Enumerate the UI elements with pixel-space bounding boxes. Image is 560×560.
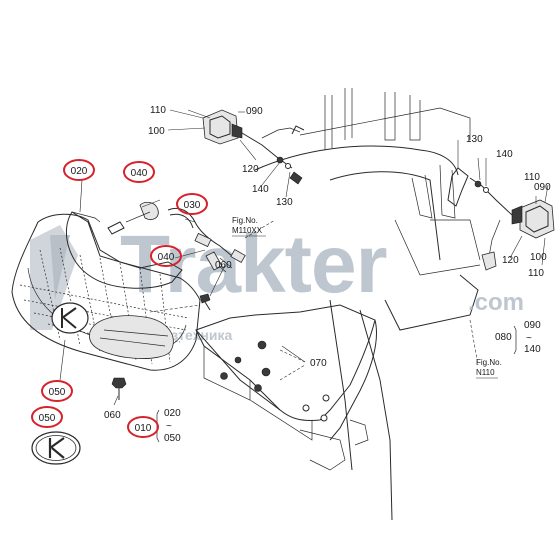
watermark-brand: Trakter [120, 219, 387, 310]
highlight-label: 040 [158, 252, 175, 263]
range-symbol: ~ [526, 333, 532, 344]
figure-ref-n110: Fig.No. N110 [476, 358, 502, 379]
part-label: 100 [530, 252, 547, 263]
headlight-bulb-icon [107, 201, 159, 235]
part-label: 050 [164, 433, 181, 444]
fig-code: N110 [476, 368, 495, 377]
highlight-050-b: 050 [31, 406, 63, 428]
watermark-logo-icon [30, 225, 78, 330]
part-label: 130 [276, 197, 293, 208]
range-brackets: ~ ~ [156, 325, 532, 443]
watermark-domain: .com [468, 289, 524, 316]
highlight-040-a: 040 [123, 161, 155, 183]
range-symbol: ~ [166, 421, 172, 432]
part-label: 020 [164, 408, 181, 419]
work-lamp-right [447, 167, 555, 271]
highlight-040-b: 040 [150, 245, 182, 267]
part-label: 080 [495, 332, 512, 343]
watermark: Trakter .com Сельхозтехника [30, 219, 524, 343]
part-label: 090 [534, 182, 551, 193]
work-lamp-left [202, 109, 305, 185]
highlight-010: 010 [127, 416, 159, 438]
fig-label: Fig.No. [476, 358, 502, 367]
mounting-bracket [195, 304, 377, 471]
part-label: 140 [496, 149, 513, 160]
tractor-body-outline [254, 88, 481, 521]
part-label: 110 [150, 105, 166, 116]
part-label: 090 [246, 106, 263, 117]
highlight-label: 050 [39, 413, 56, 424]
grille-emblem-icon [51, 302, 89, 334]
fig-code: M110XX [232, 226, 263, 235]
figure-ref-m110xx: Fig.No. M110XX [232, 216, 266, 237]
highlight-label: 050 [49, 387, 66, 398]
highlight-030: 030 [176, 193, 208, 215]
highlight-020: 020 [63, 159, 95, 181]
part-label: 060 [215, 260, 232, 271]
bolt-icon [111, 293, 211, 400]
hood-grille-assembly [11, 211, 201, 371]
highlight-050-a: 050 [41, 380, 73, 402]
fig-label: Fig.No. [232, 216, 258, 225]
highlight-label: 040 [131, 168, 148, 179]
part-label: 070 [310, 358, 327, 369]
highlighted-labels: 020 040 030 040 050 050 010 [31, 159, 208, 438]
highlight-label: 010 [135, 423, 152, 434]
part-label: 130 [466, 134, 483, 145]
part-label: 140 [252, 184, 269, 195]
part-label: 060 [104, 410, 121, 421]
part-label: 100 [148, 126, 165, 137]
part-label: 120 [502, 255, 519, 266]
wiring-harness-icon [167, 207, 246, 273]
part-label: 110 [524, 172, 540, 183]
leader-lines [59, 109, 549, 406]
emblem-part-icon [31, 431, 81, 465]
highlight-label: 030 [184, 200, 201, 211]
part-label: 120 [242, 164, 259, 175]
part-label: 140 [524, 344, 541, 355]
part-labels: 110 090 100 120 140 130 130 140 110 090 … [104, 105, 551, 444]
part-label: 110 [528, 268, 544, 279]
highlight-label: 020 [71, 166, 88, 177]
part-label: 090 [524, 320, 541, 331]
reference-lines [149, 219, 479, 381]
